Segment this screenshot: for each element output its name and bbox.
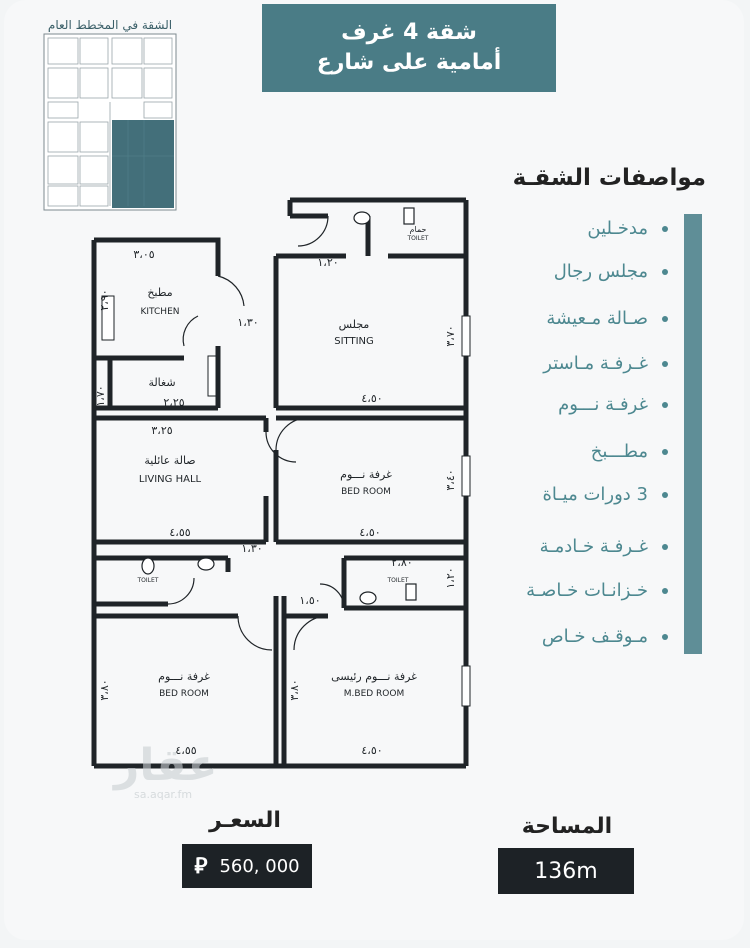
bullet-icon bbox=[662, 316, 668, 322]
bullet-icon bbox=[662, 588, 668, 594]
room-label-ar: غرفة نـــوم bbox=[158, 670, 210, 683]
room-label-en: TOILET bbox=[407, 235, 429, 242]
bullet-icon bbox=[662, 634, 668, 640]
dimension: ٣،٨٠ bbox=[288, 679, 301, 700]
bullet-icon bbox=[662, 361, 668, 367]
bullet-icon bbox=[662, 544, 668, 550]
area-label: المساحة bbox=[521, 814, 613, 839]
price-box: ⃁ 560, 000 bbox=[182, 844, 312, 888]
dimension: ٢،٢٥ bbox=[163, 396, 184, 409]
dimension: ٤،٥٠ bbox=[361, 392, 382, 405]
spec-item: مطـــبخ bbox=[452, 441, 668, 462]
watermark-url: sa.aqar.fm bbox=[134, 788, 193, 801]
overall-plan-thumbnail bbox=[43, 33, 177, 211]
dimension: ١،٧٠ bbox=[94, 385, 107, 406]
bullet-icon bbox=[662, 226, 668, 232]
spec-item: غـرفـة خـادمـة bbox=[452, 536, 668, 557]
specs-accent-bar bbox=[684, 214, 702, 654]
dimension: ١،٥٠ bbox=[299, 594, 320, 607]
spec-item: غـرفـة مـاستر bbox=[452, 353, 668, 374]
bullet-icon bbox=[662, 449, 668, 455]
area-box: 136m bbox=[498, 848, 634, 894]
title-line-2: أمامية على شارع bbox=[316, 50, 502, 75]
room-label-ar: غرفة نـــوم bbox=[340, 468, 392, 481]
spec-item: مـوقـف خـاص bbox=[452, 626, 668, 647]
room-label-en: M.BED ROOM bbox=[344, 689, 404, 699]
room-label-en: BED ROOM bbox=[341, 487, 391, 497]
dimension: ٣،٠٥ bbox=[133, 248, 154, 261]
room-label-en: KITCHEN bbox=[141, 307, 180, 317]
dimension: ٢،٨٠ bbox=[391, 556, 412, 569]
riyal-currency-icon: ⃁ bbox=[194, 854, 208, 879]
price-value: 560, 000 bbox=[219, 855, 300, 877]
specs-title: مواصفات الشقـة bbox=[512, 165, 706, 191]
spec-item: خـزانـات خـاصـة bbox=[452, 580, 668, 601]
room-label-ar: صالة عائلية bbox=[144, 454, 195, 467]
dimension: ٤،٥٥ bbox=[175, 744, 196, 757]
highlighted-unit bbox=[112, 120, 174, 208]
room-label-ar: مطبخ bbox=[147, 286, 172, 299]
dimension: ٢،٩٠ bbox=[98, 289, 111, 310]
room-label-ar: مجلس bbox=[339, 318, 370, 331]
dimension: ١،٢٠ bbox=[444, 567, 457, 588]
bullet-icon bbox=[662, 269, 668, 275]
room-label-en: LIVING HALL bbox=[139, 474, 202, 485]
listing-title: شقة 4 غرف أمامية على شارع bbox=[262, 4, 556, 92]
floor-plan: مطبخ KITCHEN مجلس SITTING شغالة صالة عائ… bbox=[91, 197, 471, 769]
price-label: السعـر bbox=[209, 808, 281, 833]
title-line-1: شقة 4 غرف bbox=[341, 20, 477, 45]
dimension: ٤،٥٠ bbox=[361, 744, 382, 757]
mini-plan-caption: الشقة في المخطط العام bbox=[47, 18, 173, 32]
dimension: ١،٣٠ bbox=[237, 316, 258, 329]
dimension: ٣،٨٠ bbox=[98, 679, 111, 700]
room-label-ar: حمام bbox=[410, 225, 427, 234]
room-label-en: TOILET bbox=[387, 577, 409, 584]
dimension: ١،٢٠ bbox=[317, 256, 338, 269]
dimension: ٤،٥٥ bbox=[169, 526, 190, 539]
bullet-icon bbox=[662, 492, 668, 498]
dimension: ٣،٤٠ bbox=[444, 469, 457, 490]
room-label-en: TOILET bbox=[137, 577, 159, 584]
room-label-ar: غرفة نـــوم رئيسى bbox=[331, 670, 417, 683]
dimension: ٤،٥٠ bbox=[359, 526, 380, 539]
dimension: ٣،٧٠ bbox=[444, 325, 457, 346]
spec-item: صـالة مـعيشة bbox=[452, 308, 668, 329]
spec-item: مدخـلين bbox=[452, 218, 668, 239]
spec-item: 3 دورات ميـاة bbox=[452, 484, 668, 505]
spec-item: غرفـة نـــوم bbox=[452, 394, 668, 415]
listing-card: الشقة في المخطط العام شقة 4 غرف أمامية ع… bbox=[4, 0, 744, 940]
room-label-en: BED ROOM bbox=[159, 689, 209, 699]
spec-item: مجلس رجال bbox=[452, 261, 668, 282]
room-label-en: SITTING bbox=[334, 336, 374, 347]
bullet-icon bbox=[662, 402, 668, 408]
area-value: 136m bbox=[534, 858, 598, 884]
watermark-logo: عقار bbox=[114, 740, 218, 791]
room-label-ar: شغالة bbox=[148, 376, 175, 389]
dimension: ١،٣٠ bbox=[241, 542, 262, 555]
dimension: ٣،٢٥ bbox=[151, 424, 172, 437]
